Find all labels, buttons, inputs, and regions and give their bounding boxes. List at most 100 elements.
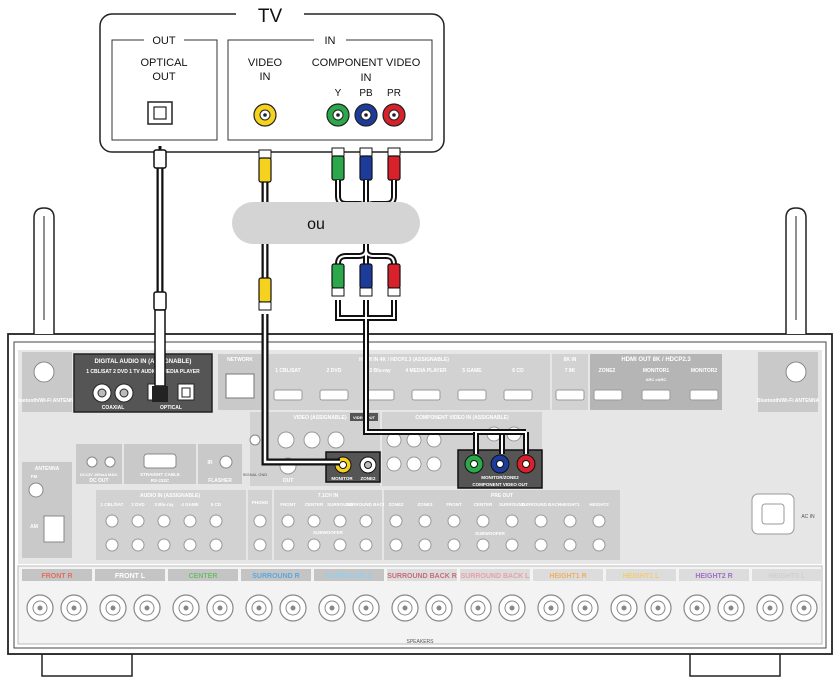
svg-text:DIGITAL AUDIO IN (ASSIGNABLE): DIGITAL AUDIO IN (ASSIGNABLE) bbox=[95, 359, 192, 365]
speaker-terminal-group: SURROUND L bbox=[314, 569, 384, 622]
speaker-binding-post[interactable] bbox=[610, 594, 638, 622]
audio-in-jack[interactable]: 5 CD bbox=[209, 502, 223, 552]
pre-out-jack[interactable]: CENTER bbox=[474, 502, 493, 552]
speaker-binding-post[interactable] bbox=[644, 594, 672, 622]
tv-panel: TV OUT OPTICAL OUT IN VIDEO IN COMPONENT… bbox=[99, 4, 445, 153]
network-port[interactable]: NETWORK bbox=[218, 354, 262, 410]
audio-in-jack[interactable]: 4 GAME bbox=[181, 502, 199, 552]
hdmi-in-port[interactable]: 2 DVD bbox=[319, 368, 349, 401]
svg-text:RS-232C: RS-232C bbox=[151, 478, 170, 483]
pre-out-jack[interactable]: FRONT bbox=[446, 502, 462, 552]
pre-out-subwoofer-label: SUBWOOFER bbox=[475, 531, 505, 536]
pre-out-jack[interactable]: HEIGHT2 bbox=[589, 502, 609, 552]
speaker-binding-post[interactable] bbox=[537, 594, 565, 622]
hdmi-in-port[interactable]: 5 GAME bbox=[457, 368, 487, 401]
component-pr-jack[interactable] bbox=[382, 103, 406, 127]
svg-text:HDMI IN 4K / HDCP2.3 (ASSIGNA: HDMI IN 4K / HDCP2.3 (ASSIGNABLE) bbox=[359, 357, 449, 363]
speaker-binding-post[interactable] bbox=[683, 594, 711, 622]
component-out-pb-jack[interactable] bbox=[490, 454, 510, 474]
tv-out-group-label: OUT bbox=[152, 35, 176, 47]
pre-out-jack[interactable]: HEIGHT1 bbox=[560, 502, 580, 552]
pre-out-label: FRONT bbox=[446, 502, 462, 507]
audio-in-jack[interactable]: 2 DVD bbox=[131, 502, 145, 552]
speaker-binding-post[interactable] bbox=[26, 594, 54, 622]
receiver-foot-right bbox=[689, 653, 781, 677]
speaker-binding-post[interactable] bbox=[498, 594, 526, 622]
ch71-in-label: SURROUND BACK bbox=[346, 502, 387, 507]
hdmi-in-port[interactable]: 6 CD bbox=[503, 368, 533, 401]
pre-out-jack[interactable]: SURROUND bbox=[499, 502, 526, 552]
svg-text:NETWORK: NETWORK bbox=[227, 357, 253, 363]
digital-audio-in-section: DIGITAL AUDIO IN (ASSIGNABLE) 1 CBL/SAT … bbox=[73, 353, 213, 413]
ac-in-socket[interactable]: AC IN bbox=[751, 493, 815, 535]
svg-text:8K IN: 8K IN bbox=[564, 357, 577, 363]
control-section: DC12V 150mA MAX. DC OUT STRAIGHT CABLE R… bbox=[76, 434, 267, 484]
pre-out-jack[interactable]: ZONE2 bbox=[388, 502, 404, 552]
hdmi-in-section: HDMI IN 4K / HDCP2.3 (ASSIGNABLE) 1 CBL/… bbox=[264, 354, 550, 410]
component-y-jack[interactable] bbox=[326, 103, 350, 127]
video-in-jack[interactable] bbox=[253, 103, 277, 127]
pre-out-jack[interactable]: SURROUND BACK bbox=[521, 502, 562, 552]
ch71-subwoofer-label: SUBWOOFER bbox=[313, 530, 343, 535]
component-out-pr-jack[interactable] bbox=[516, 454, 536, 474]
svg-text:DC12V 150mA MAX.: DC12V 150mA MAX. bbox=[80, 472, 118, 477]
ch71-in-jack[interactable]: SURROUND BACK bbox=[346, 502, 387, 552]
svg-text:ZONE2: ZONE2 bbox=[360, 476, 376, 481]
ch71-in-label: SURROUND bbox=[327, 502, 354, 507]
speaker-binding-post[interactable] bbox=[279, 594, 307, 622]
speaker-binding-post[interactable] bbox=[391, 594, 419, 622]
hdmi-8k-in-section: 8K IN 7 8K bbox=[552, 354, 588, 410]
optical-out-label-1: OPTICAL bbox=[140, 57, 187, 69]
or-label: ou bbox=[307, 216, 325, 233]
speaker-binding-post[interactable] bbox=[99, 594, 127, 622]
speaker-binding-post[interactable] bbox=[756, 594, 784, 622]
svg-text:ZONE2: ZONE2 bbox=[599, 368, 616, 374]
svg-text:Bluetooth/Wi-Fi ANTENNA: Bluetooth/Wi-Fi ANTENNA bbox=[757, 398, 820, 404]
svg-text:7.1CH IN: 7.1CH IN bbox=[318, 493, 339, 499]
pre-out-jack[interactable]: ZONE3 bbox=[417, 502, 433, 552]
antenna-right bbox=[785, 207, 807, 334]
ch71-in-jack[interactable]: FRONT bbox=[280, 502, 296, 552]
phono-section: PHONO bbox=[248, 490, 272, 560]
ch71-in-label: FRONT bbox=[280, 502, 296, 507]
optical-out-label-2: OUT bbox=[152, 71, 176, 83]
svg-text:SPEAKERS: SPEAKERS bbox=[407, 639, 435, 645]
rear-panel: Bluetooth/Wi-Fi ANTENNA Bluetooth/Wi-Fi … bbox=[15, 350, 822, 564]
speaker-binding-post[interactable] bbox=[790, 594, 818, 622]
hdmi-in-label: 1 CBL/SAT bbox=[275, 368, 300, 374]
hdmi-in-port[interactable]: 4 MEDIA PLAYER bbox=[405, 368, 447, 401]
speaker-group-label: SURROUND BACK L bbox=[461, 573, 531, 580]
svg-text:AC IN: AC IN bbox=[801, 514, 815, 520]
speaker-binding-post[interactable] bbox=[717, 594, 745, 622]
speaker-binding-post[interactable] bbox=[464, 594, 492, 622]
hdmi-in-port[interactable]: 1 CBL/SAT bbox=[273, 368, 303, 401]
speaker-binding-post[interactable] bbox=[245, 594, 273, 622]
audio-in-label: 5 CD bbox=[211, 502, 222, 507]
speaker-binding-post[interactable] bbox=[318, 594, 346, 622]
ch71-in-jack[interactable]: SURROUND bbox=[327, 502, 354, 552]
speaker-binding-post[interactable] bbox=[133, 594, 161, 622]
audio-in-jack[interactable]: 3 Blu-ray bbox=[154, 502, 174, 552]
speaker-binding-post[interactable] bbox=[60, 594, 88, 622]
audio-in-jack[interactable]: 1 CBL/SAT bbox=[101, 502, 124, 552]
component-out-y-jack[interactable] bbox=[464, 454, 484, 474]
speaker-group-label: HEIGHT2 R bbox=[695, 573, 732, 580]
optical-out-port[interactable] bbox=[147, 101, 173, 125]
speaker-binding-post[interactable] bbox=[571, 594, 599, 622]
audio-in-label: 3 Blu-ray bbox=[154, 502, 174, 507]
hdmi-in-label: 4 MEDIA PLAYER bbox=[405, 368, 447, 374]
speaker-binding-post[interactable] bbox=[206, 594, 234, 622]
speaker-binding-post[interactable] bbox=[172, 594, 200, 622]
video-in-label-2: IN bbox=[260, 71, 271, 83]
ch71-in-jack[interactable]: CENTER bbox=[305, 502, 324, 552]
svg-text:MONITOR: MONITOR bbox=[331, 476, 353, 481]
component-pb-jack[interactable] bbox=[354, 103, 378, 127]
svg-text:COMPONENT VIDEO IN (ASSIGNABLE: COMPONENT VIDEO IN (ASSIGNABLE) bbox=[415, 415, 509, 421]
hdmi-out-section: HDMI OUT 8K / HDCP2.3 ZONE2 MONITOR1 MON… bbox=[590, 354, 722, 410]
pre-out-label: SURROUND bbox=[499, 502, 526, 507]
component-in-label-1: COMPONENT VIDEO bbox=[312, 57, 421, 69]
speaker-binding-post[interactable] bbox=[425, 594, 453, 622]
speaker-binding-post[interactable] bbox=[352, 594, 380, 622]
hdmi-in-label: 5 GAME bbox=[462, 368, 482, 374]
